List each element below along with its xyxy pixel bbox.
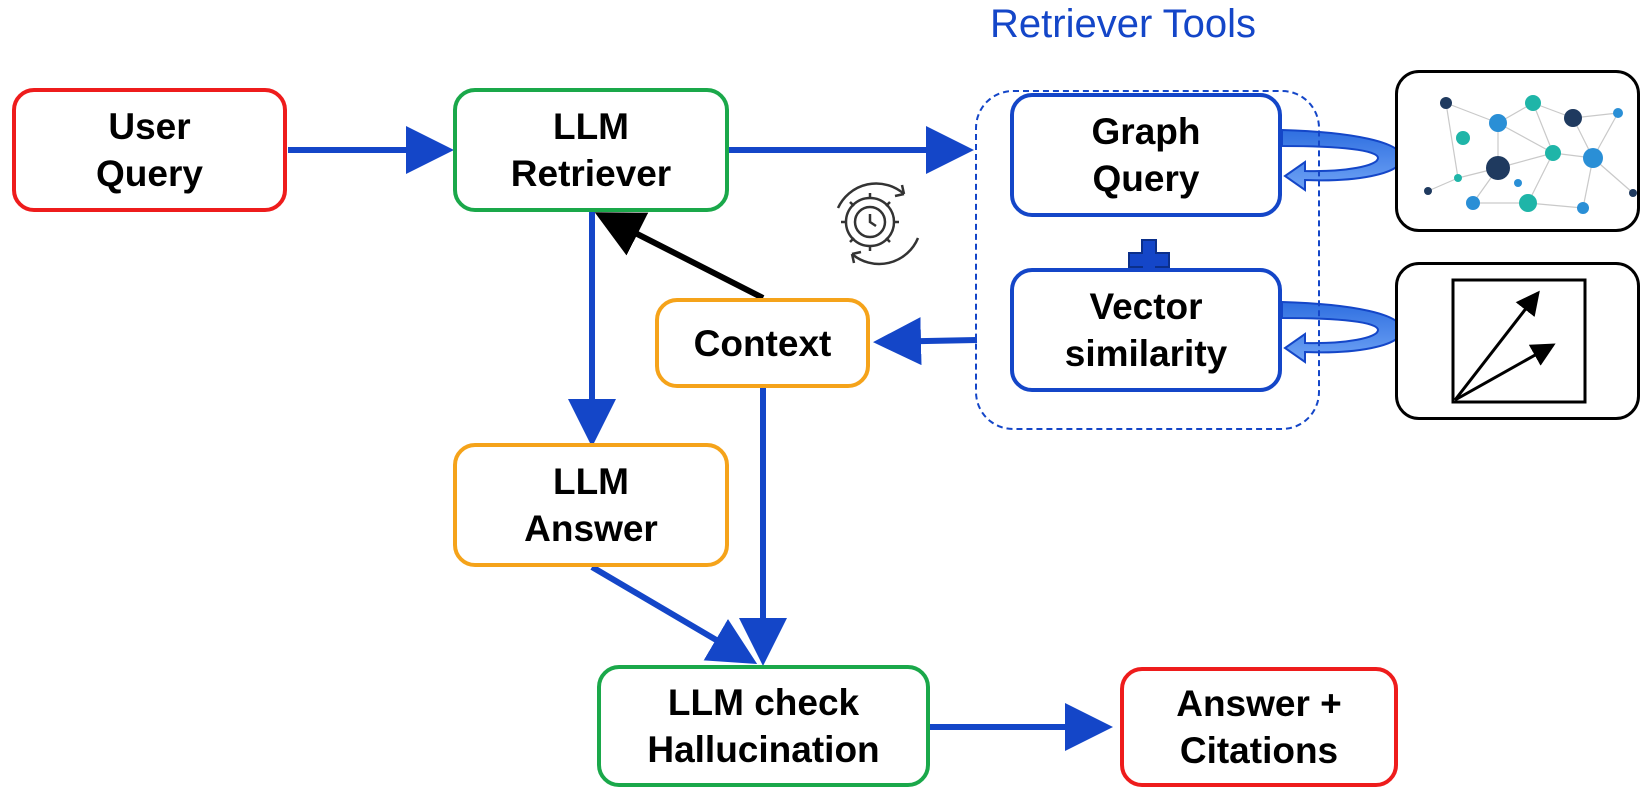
vector-space-icon (1451, 278, 1587, 404)
graph-query-label-line-2: Query (1092, 158, 1200, 199)
user-query-label-line-2: Query (96, 153, 203, 194)
user-query-node[interactable]: User Query (12, 88, 287, 212)
graph-query-node[interactable]: Graph Query (1010, 93, 1282, 217)
curved-loop-arrow-icon (1281, 128, 1404, 192)
retriever-tools-group (975, 90, 1320, 430)
gear-cycle-icon (836, 182, 920, 266)
vector-space-panel (1395, 262, 1640, 420)
graph-query-label-line-1: Graph (1091, 111, 1201, 152)
retriever-tools-title: Retriever Tools (990, 2, 1257, 46)
arrow-tools-to-context (873, 317, 978, 366)
llm-check-label-line-2: Hallucination (647, 729, 880, 770)
llm-retriever-label-line-2: Retriever (510, 153, 672, 194)
knowledge-graph-icon (1424, 95, 1637, 214)
context-label: Context (693, 322, 832, 364)
llm-answer-label-line-1: LLM (552, 461, 630, 502)
curved-loop-arrow-icon (1281, 300, 1404, 364)
llm-check-node[interactable]: LLM check Hallucination (597, 665, 930, 787)
answer-citations-node[interactable]: Answer + Citations (1120, 667, 1398, 787)
arrow-llm-answer-to-llm-check (590, 564, 758, 665)
knowledge-graph-panel (1395, 70, 1640, 232)
llm-retriever-label-line-1: LLM (552, 106, 630, 147)
llm-answer-node[interactable]: LLM Answer (453, 443, 729, 567)
answer-citations-label-line-2: Citations (1179, 730, 1339, 771)
vector-similarity-label-line-2: similarity (1064, 333, 1228, 374)
user-query-label-line-1: User (108, 106, 191, 147)
llm-answer-label-line-2: Answer (524, 508, 658, 549)
vector-similarity-node[interactable]: Vector similarity (1010, 268, 1282, 392)
llm-check-label-line-1: LLM check (667, 682, 860, 723)
llm-retriever-node[interactable]: LLM Retriever (453, 88, 729, 212)
context-node[interactable]: Context (655, 298, 870, 388)
answer-citations-label-line-1: Answer + (1176, 683, 1342, 724)
arrow-context-to-llm-retriever (594, 212, 765, 301)
vector-similarity-label-line-1: Vector (1089, 286, 1203, 327)
